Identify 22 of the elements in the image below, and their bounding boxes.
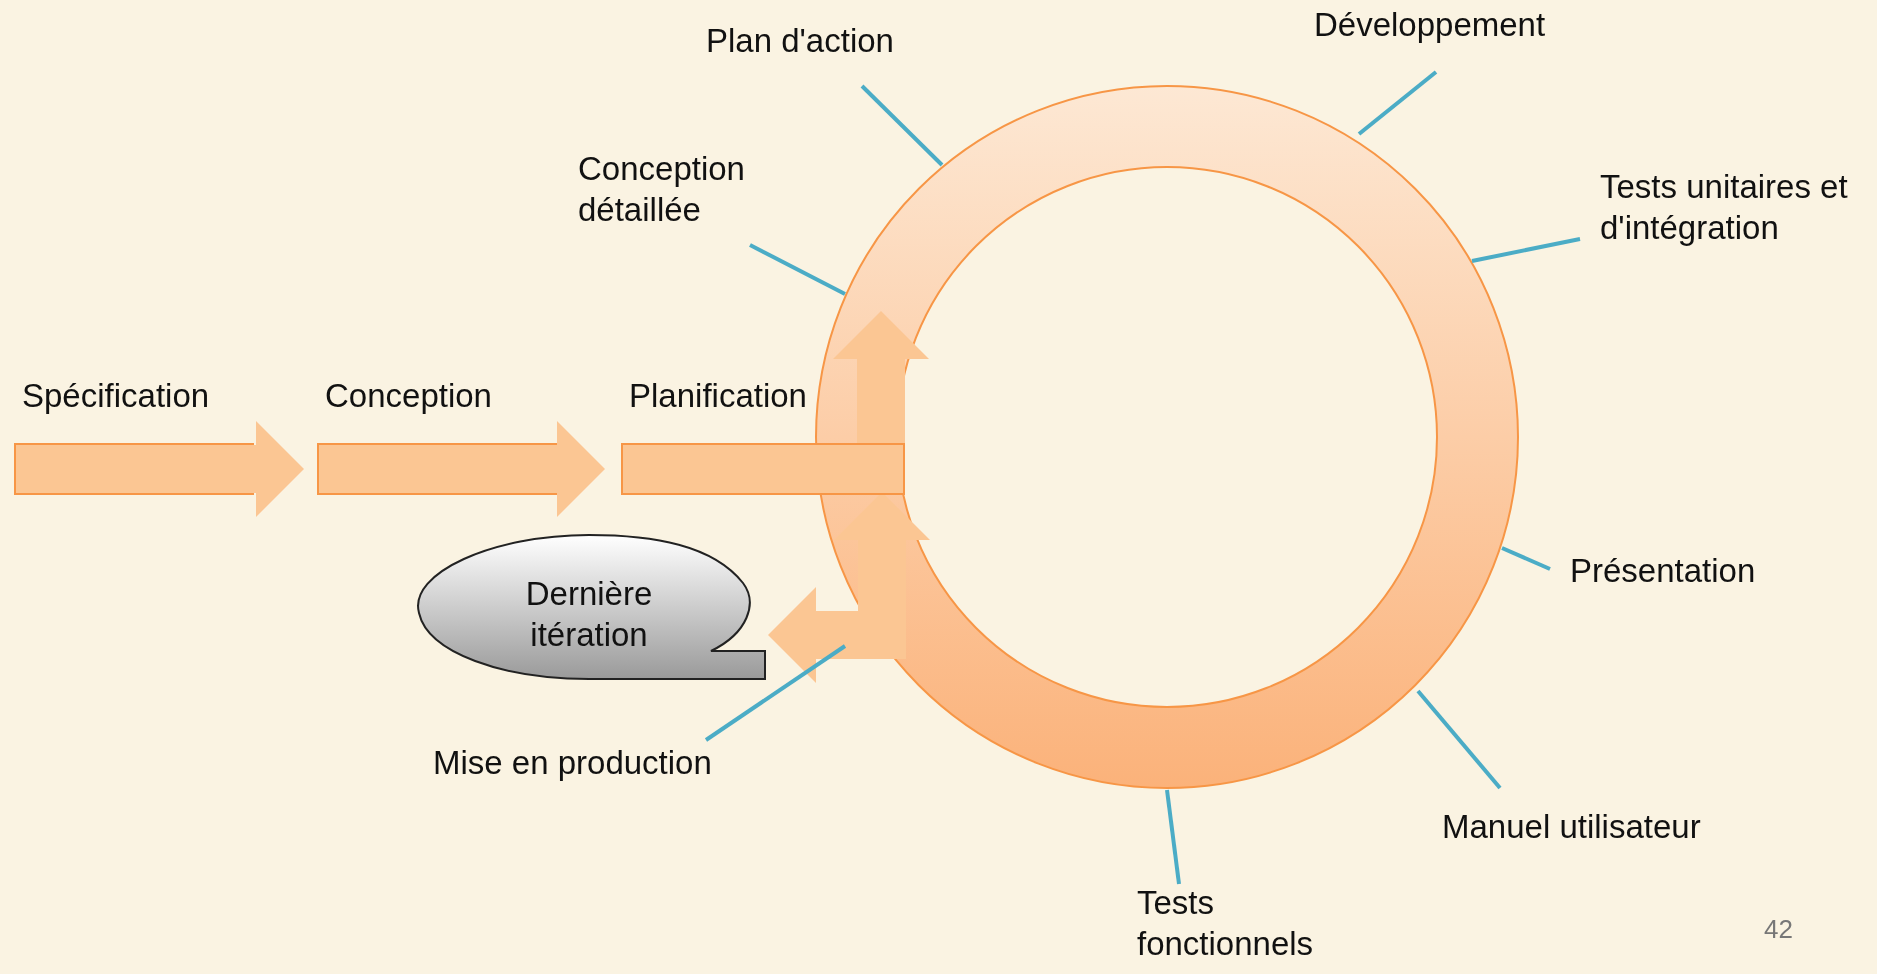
leader-line (1471, 237, 1581, 263)
phase-label: Tests unitaires et d'intégration (1600, 167, 1849, 249)
leader-line (704, 644, 847, 742)
leader-line (1357, 70, 1438, 136)
leader-line (1501, 546, 1551, 571)
leader-line (860, 84, 944, 167)
leader-line (1416, 689, 1502, 790)
page-number: 42 (1764, 914, 1793, 945)
phase-label: Conception détaillée (578, 149, 746, 231)
phase-label: Plan d'action (706, 21, 895, 61)
phase-label: Développement (1314, 5, 1547, 45)
step-label: Conception (325, 376, 493, 416)
callout-text: Dernière itération (524, 574, 654, 656)
leader-line (1165, 789, 1181, 885)
leader-line (749, 243, 846, 296)
phase-label: Manuel utilisateur (1442, 807, 1702, 847)
block-arrow (768, 492, 930, 683)
phase-label: Présentation (1570, 551, 1757, 591)
phase-label: Mise en production (433, 743, 713, 783)
step-label: Planification (629, 376, 808, 416)
phase-label: Tests fonctionnels (1137, 883, 1315, 965)
step-label: Spécification (22, 376, 211, 416)
